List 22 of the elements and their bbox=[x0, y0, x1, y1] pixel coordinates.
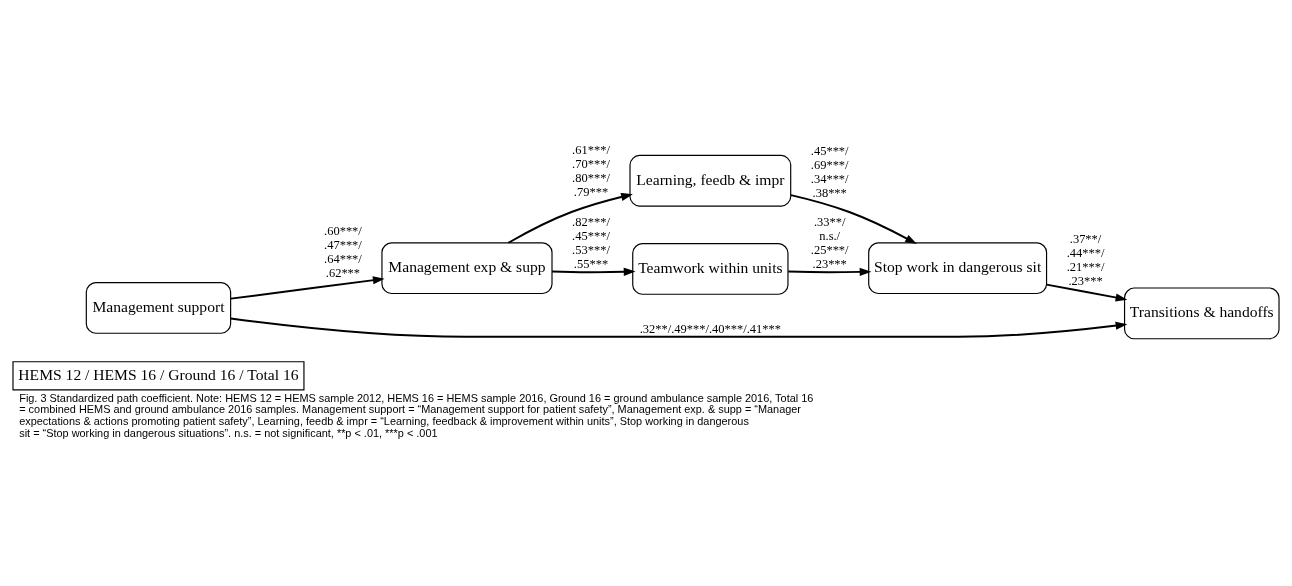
edge-label: .61***/ .70***/ .80***/ .79*** bbox=[572, 142, 610, 199]
arrow bbox=[229, 317, 1128, 338]
edge-label: .32**/.49***/.40***/.41*** bbox=[639, 321, 782, 336]
arrow bbox=[787, 267, 872, 276]
edge-label: .82***/ .45***/ .53***/ .55*** bbox=[572, 214, 610, 271]
arrow bbox=[1045, 283, 1128, 302]
arrow bbox=[790, 193, 917, 244]
node-box: Management support bbox=[85, 281, 232, 334]
caption: Fig. 3 Standardized path coefficient. Note: HEMS 12 = HEMS sample 2012, HEMS 16 = HEMS sample 2016, Ground 16 = ground ambulance sample 2016, Total 16 = combined HEMS and ground ambulance 2016 samples. Management support = “Management support for patient safety”, Management exp. & supp = “Manager expectations & actions promoting patient safety”, Learning, feedb & impr = “Learning, feedback & improvement within units”, Stop working in dangerous sit = “Stop working in dangerous situations”. n.s. = not significant, **p < .01, ***p < .001 bbox=[19, 391, 814, 439]
edge-label: .33**/ n.s./ .25***/ .23*** bbox=[810, 214, 849, 271]
node-box: Transitions & handoffs bbox=[1123, 286, 1280, 339]
arrow bbox=[229, 275, 385, 300]
arrow bbox=[507, 192, 633, 244]
node-box: Teamwork within units bbox=[632, 242, 789, 295]
edge-label: .45***/ .69***/ .34***/ .38*** bbox=[810, 143, 849, 200]
edge-label: .60***/ .47***/ .64***/ .62*** bbox=[324, 223, 362, 280]
arrow bbox=[551, 267, 636, 276]
node-box: Learning, feedb & impr bbox=[629, 154, 792, 207]
node-box: Stop work in dangerous sit bbox=[868, 241, 1048, 294]
edge-label: .37**/ .44***/ .21***/ .23*** bbox=[1066, 231, 1105, 288]
node-box: Management exp & supp bbox=[381, 241, 553, 294]
node-box: HEMS 12 / HEMS 16 / Ground 16 / Total 16 bbox=[12, 360, 305, 390]
